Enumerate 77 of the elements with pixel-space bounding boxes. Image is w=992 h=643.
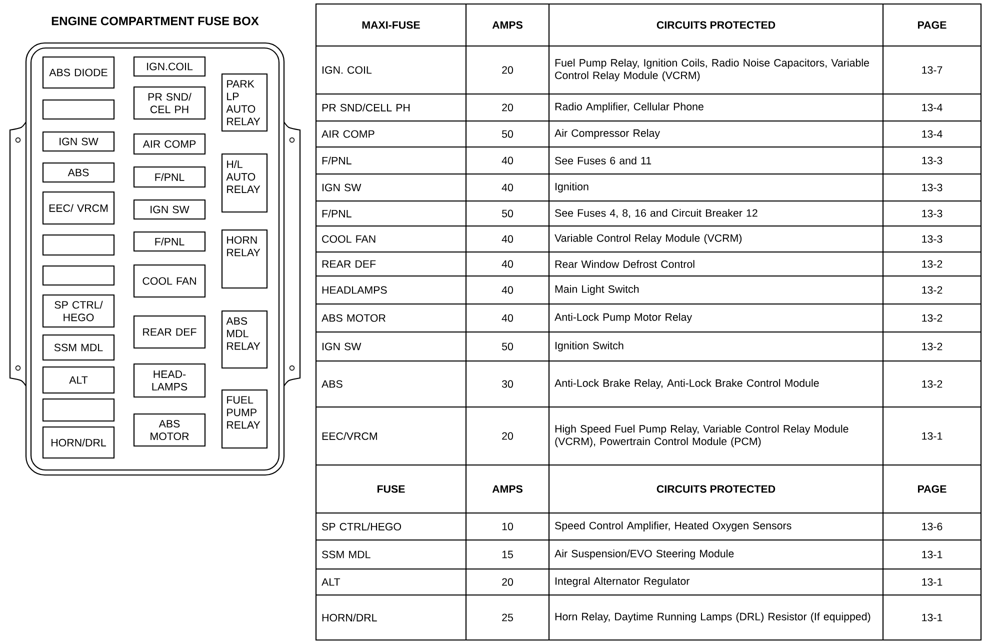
fuse-name: EEC/VRCM <box>322 432 377 440</box>
page-number: 13-2 <box>922 260 942 268</box>
column-header: PAGE <box>918 21 946 29</box>
page-number: 13-2 <box>922 286 942 294</box>
fuse-name: AIR COMP <box>322 130 374 138</box>
page-number: 13-2 <box>922 380 942 388</box>
circuit-description: High Speed Fuel Pump Relay, Variable Control Relay Module (VCRM), Powertrain Control Module (PCM) <box>555 424 848 448</box>
fuse-name: IGN SW <box>322 184 362 192</box>
amps-value: 20 <box>502 104 514 112</box>
amps-value: 40 <box>502 235 514 243</box>
circuit-description: Anti-Lock Brake Relay, Anti-Lock Brake Control Module <box>554 379 819 389</box>
page-number: 13-4 <box>922 104 942 112</box>
fuse-name: HEADLAMPS <box>322 286 387 294</box>
page-number: 13-4 <box>922 130 942 138</box>
column-header: PAGE <box>918 485 946 493</box>
circuit-description: Air Suspension/EVO Steering Module <box>554 550 734 560</box>
page-number: 13-6 <box>922 522 942 530</box>
circuit-description: Fuel Pump Relay, Ignition Coils, Radio Noise Capacitors, Variable Control Relay Module (VCRM) <box>555 58 869 82</box>
column-header: MAXI-FUSE <box>362 21 420 29</box>
circuit-description: Radio Amplifier, Cellular Phone <box>555 102 704 112</box>
column-header: CIRCUITS PROTECTED <box>656 485 776 493</box>
amps-value: 40 <box>502 286 514 294</box>
circuit-description: See Fuses 4, 8, 16 and Circuit Breaker 12 <box>555 208 758 218</box>
column-header: AMPS <box>492 485 522 493</box>
fuse-name: ABS <box>322 380 342 388</box>
column-header: CIRCUITS PROTECTED <box>656 21 776 29</box>
page-number: 13-2 <box>922 314 942 322</box>
column-header: FUSE <box>378 485 405 493</box>
amps-value: 20 <box>502 66 514 74</box>
circuit-description: Integral Alternator Regulator <box>556 577 690 587</box>
amps-value: 20 <box>502 578 514 586</box>
circuit-description: See Fuses 6 and 11 <box>555 156 652 164</box>
circuit-description: Anti-Lock Pump Motor Relay <box>554 313 692 323</box>
fuse-name: HORN/DRL <box>322 614 377 622</box>
circuit-description: Air Compressor Relay <box>554 129 660 139</box>
amps-value: 40 <box>502 184 514 192</box>
circuit-description: Ignition Switch <box>556 342 624 352</box>
page-number: 13-1 <box>922 432 942 440</box>
circuit-description: Ignition <box>556 182 588 192</box>
fuse-name: IGN SW <box>322 342 362 350</box>
fuse-name: SP CTRL/HEGO <box>322 522 402 530</box>
fuse-name: SSM MDL <box>322 550 370 558</box>
amps-value: 50 <box>502 342 514 350</box>
page-number: 13-3 <box>922 235 942 243</box>
page-number: 13-3 <box>922 156 942 164</box>
fuse-name: PR SND/CELL PH <box>322 104 410 112</box>
page-number: 13-3 <box>922 184 942 192</box>
amps-value: 40 <box>502 260 514 268</box>
page-number: 13-1 <box>922 550 942 558</box>
circuit-description: Horn Relay, Daytime Running Lamps (DRL) Resistor (If equipped) <box>555 612 870 622</box>
fuse-name: COOL FAN <box>322 235 376 243</box>
amps-value: 50 <box>502 210 514 218</box>
amps-value: 40 <box>502 156 514 164</box>
fuse-name: ALT <box>322 578 340 586</box>
circuit-description: Main Light Switch <box>555 285 639 295</box>
amps-value: 25 <box>502 614 513 622</box>
amps-value: 20 <box>502 432 514 440</box>
fuse-box-title: ENGINE COMPARTMENT FUSE BOX <box>52 16 259 26</box>
amps-value: 10 <box>502 522 514 530</box>
column-header: AMPS <box>492 21 522 29</box>
fuse-name: ABS MOTOR <box>322 314 386 322</box>
fuse-name: F/PNL <box>322 156 352 164</box>
circuit-description: Speed Control Amplifier, Heated Oxygen Sensors <box>555 522 792 532</box>
page-number: 13-1 <box>922 614 942 622</box>
page-number: 13-7 <box>922 66 942 74</box>
fuse-name: IGN. COIL <box>322 66 372 74</box>
amps-value: 50 <box>502 130 514 138</box>
page-number: 13-3 <box>922 210 942 218</box>
fuse-name: F/PNL <box>322 210 352 218</box>
amps-value: 15 <box>502 550 513 558</box>
circuit-description: Variable Control Relay Module (VCRM) <box>554 234 742 244</box>
fuse-name: REAR DEF <box>322 260 376 268</box>
amps-value: 40 <box>502 314 514 322</box>
amps-value: 30 <box>502 380 514 388</box>
circuit-description: Rear Window Defrost Control <box>555 260 694 268</box>
page-number: 13-1 <box>922 578 942 586</box>
page-number: 13-2 <box>922 342 942 350</box>
